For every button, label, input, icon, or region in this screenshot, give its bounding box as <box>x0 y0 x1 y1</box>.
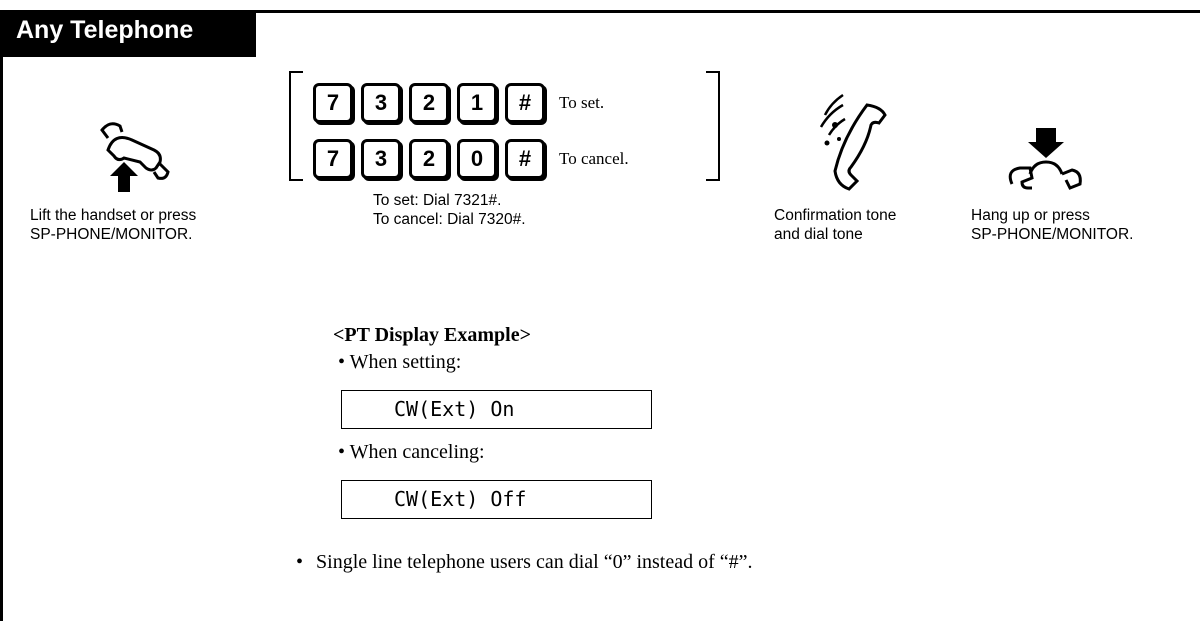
dial-key: 7 <box>313 83 353 123</box>
pt-display-title: <PT Display Example> <box>333 324 532 346</box>
lcd-canceling-display: CW(Ext) Off <box>341 480 652 519</box>
note-text: Single line telephone users can dial “0”… <box>316 551 753 573</box>
set-key-label: To set. <box>559 93 605 112</box>
tone-caption: Confirmation tone and dial tone <box>774 206 896 244</box>
hang-up-handset-icon <box>1008 128 1082 190</box>
dial-key: 7 <box>313 139 353 179</box>
keys-bracket-left <box>289 71 303 181</box>
cancel-key-row: 7 3 2 0 # To cancel. <box>313 139 629 179</box>
dial-key: 2 <box>409 139 449 179</box>
section-tab-title: Any Telephone <box>3 10 256 57</box>
lcd-setting-display: CW(Ext) On <box>341 390 652 429</box>
frame-left-border <box>0 10 3 621</box>
confirmation-tone-handset-icon <box>819 93 887 191</box>
keys-bracket-right <box>706 71 720 181</box>
dial-key: 1 <box>457 83 497 123</box>
tone-caption-line1: Confirmation tone <box>774 207 897 224</box>
lift-handset-icon <box>100 122 170 192</box>
tone-caption-line2: and dial tone <box>774 226 863 243</box>
lift-caption: Lift the handset or press SP-PHONE/MONIT… <box>30 206 196 244</box>
dial-caption: To set: Dial 7321#. To cancel: Dial 7320… <box>373 191 526 229</box>
lift-caption-line1: Lift the handset or press <box>30 207 197 224</box>
canceling-label: When canceling: <box>349 441 485 463</box>
cancel-key-label: To cancel. <box>559 149 629 168</box>
setting-label: When setting: <box>349 351 462 373</box>
note-bullet: • Single line telephone users can dial “… <box>296 551 753 574</box>
dial-caption-line2: To cancel: Dial 7320#. <box>373 211 526 228</box>
canceling-bullet: • When canceling: <box>338 441 485 464</box>
dial-key: 2 <box>409 83 449 123</box>
dial-key: 3 <box>361 139 401 179</box>
dial-key: 0 <box>457 139 497 179</box>
hangup-caption-line1: Hang up or press <box>971 207 1090 224</box>
bullet-dot: • <box>296 551 304 573</box>
dial-key: 3 <box>361 83 401 123</box>
bullet-dot: • <box>338 351 346 373</box>
dial-key: # <box>505 83 545 123</box>
hangup-caption-line2: SP-PHONE/MONITOR. <box>971 226 1134 243</box>
setting-bullet: • When setting: <box>338 351 461 374</box>
set-key-row: 7 3 2 1 # To set. <box>313 83 604 123</box>
hangup-caption: Hang up or press SP-PHONE/MONITOR. <box>971 206 1133 244</box>
dial-key: # <box>505 139 545 179</box>
bullet-dot: • <box>338 441 346 463</box>
frame-top-border <box>0 10 1200 13</box>
lift-caption-line2: SP-PHONE/MONITOR. <box>30 226 193 243</box>
dial-caption-line1: To set: Dial 7321#. <box>373 192 502 209</box>
